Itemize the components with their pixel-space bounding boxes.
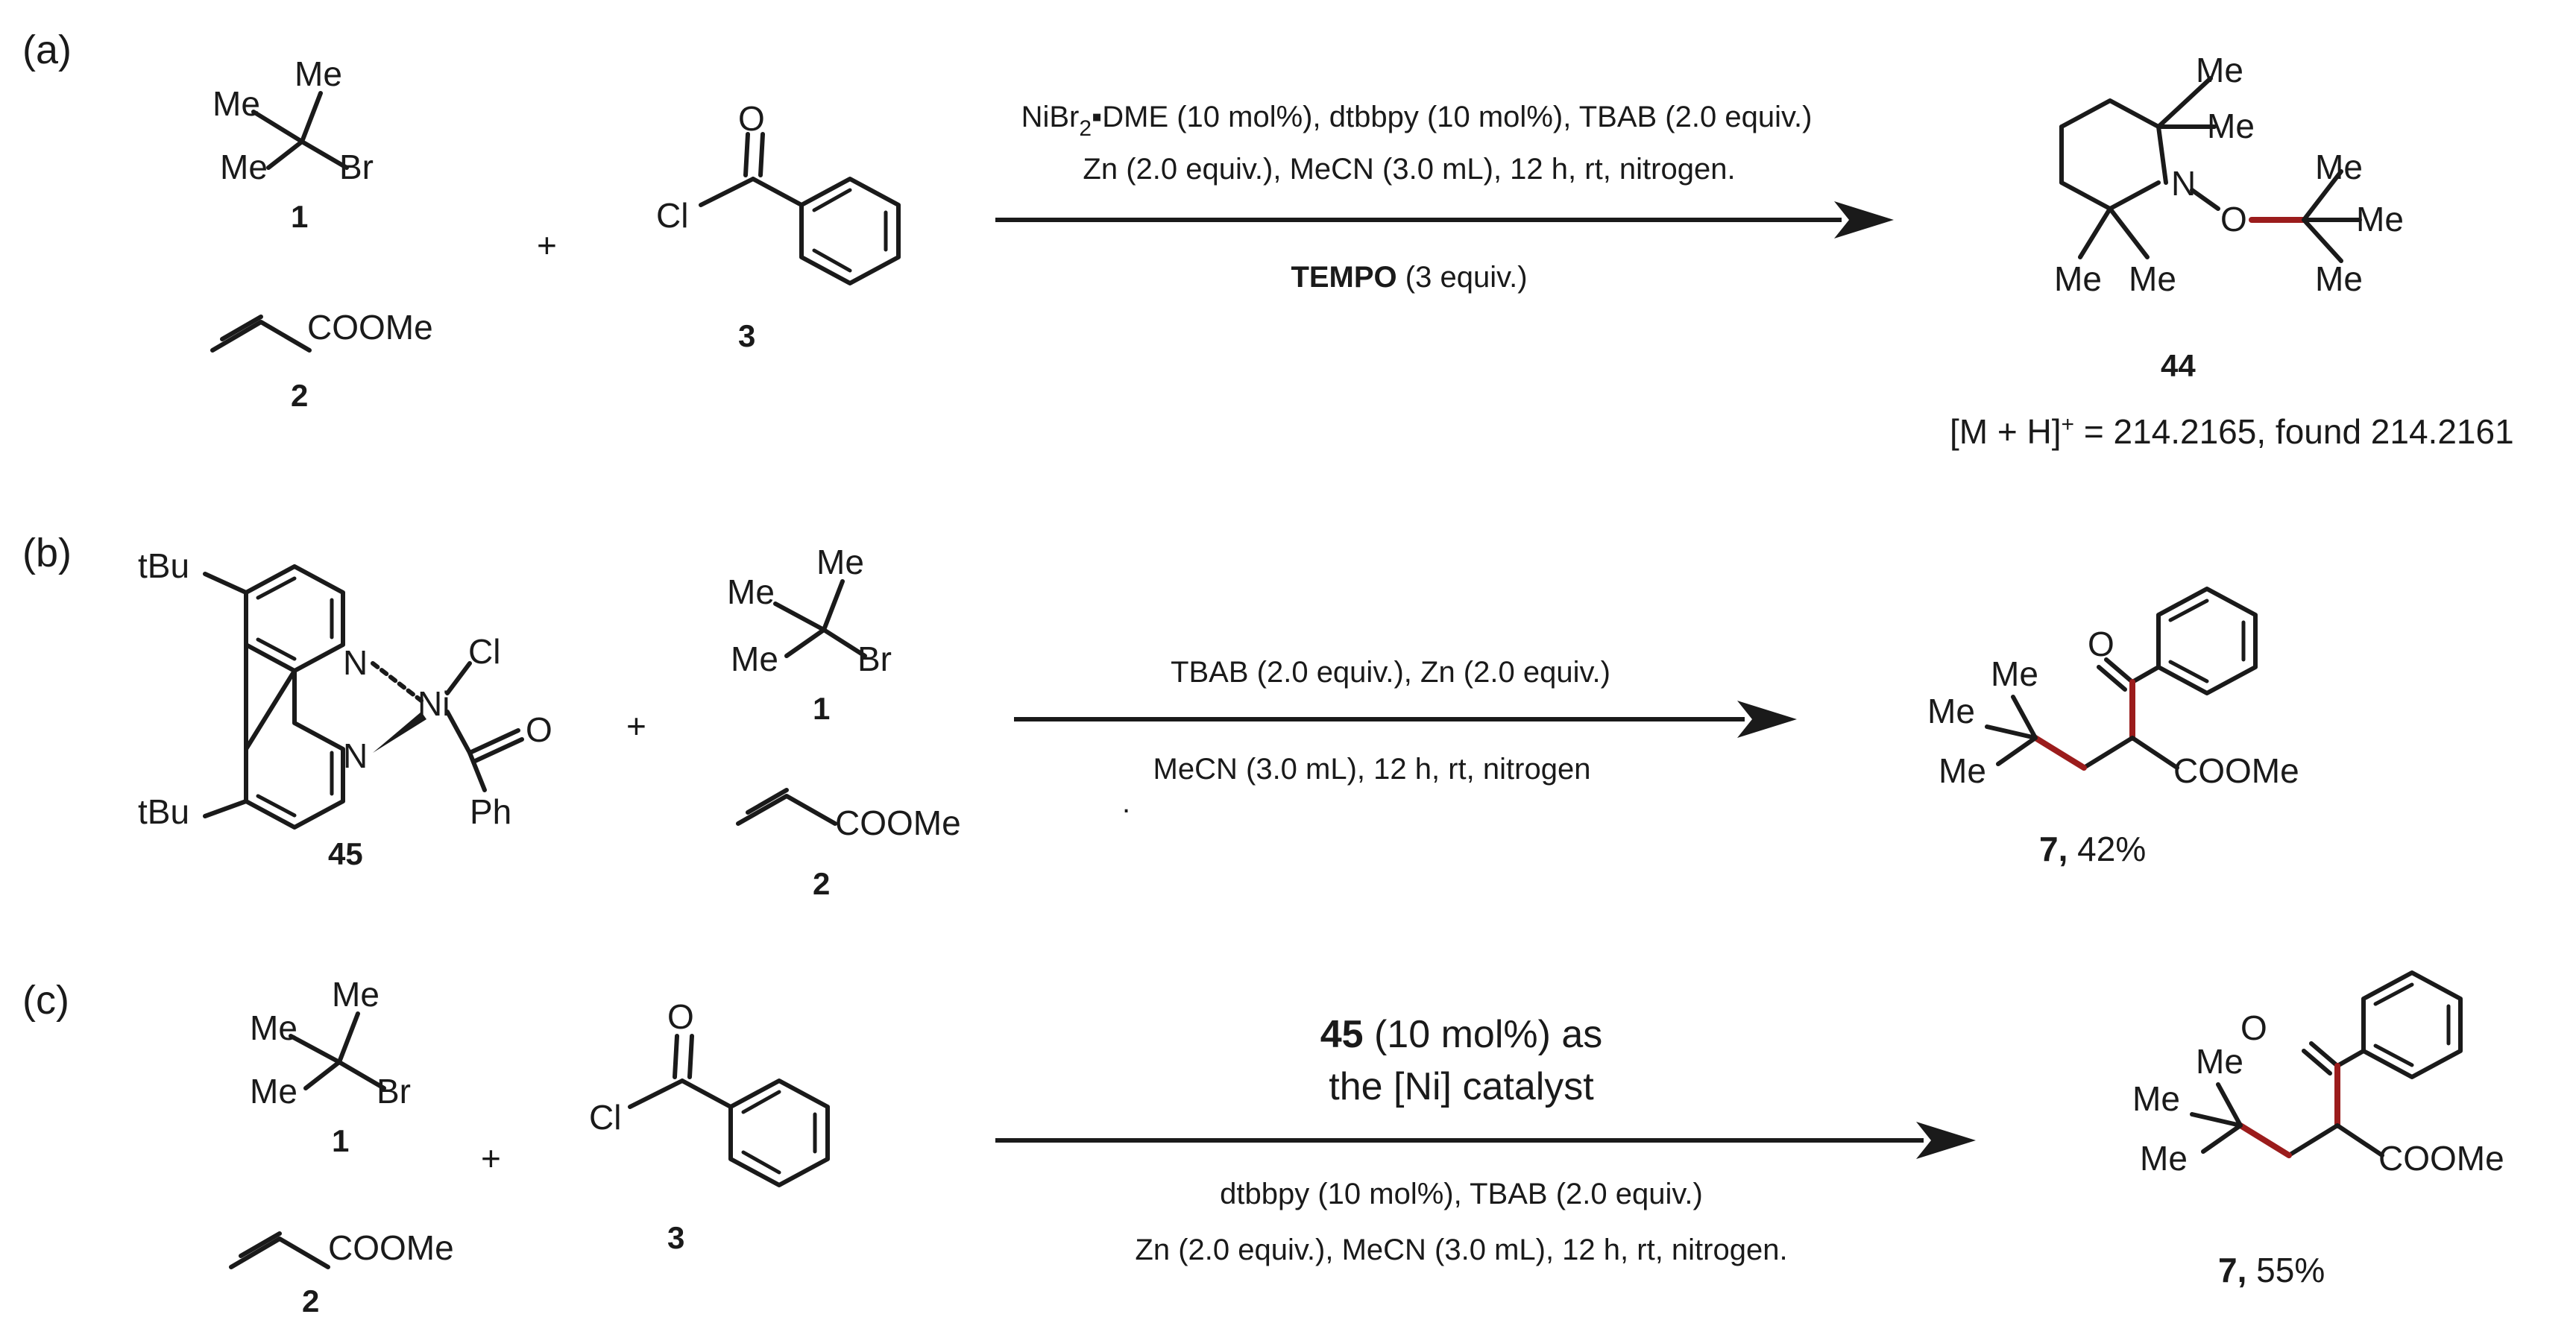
panel-b-r1-number: 1: [813, 691, 830, 726]
panel-b-reactant-2-structure: COOMe 2: [736, 788, 961, 901]
panel-a-r1-me-top: Me: [295, 54, 342, 93]
panel-c-reaction-arrow: [995, 1122, 1976, 1159]
panel-b-p7-oxygen: O: [2088, 625, 2114, 663]
panel-a-product-44-structure: N O Me Me Me Me Me Me Me 44: [2054, 51, 2404, 383]
panel-b-p7-me-mid: Me: [1939, 751, 1986, 790]
panel-b-c45-number: 45: [328, 836, 363, 871]
panel-c-r1-me-top: Me: [332, 975, 380, 1014]
panel-c-r1-me-left: Me: [250, 1008, 297, 1047]
panel-b-r1-me-left: Me: [727, 572, 775, 611]
panel-b-r1-me-top: Me: [816, 543, 864, 581]
panel-a-p44-me-4: Me: [2129, 259, 2176, 298]
panel-a-r1-me-left: Me: [212, 84, 260, 123]
panel-a-r1-me-mid: Me: [220, 148, 268, 186]
panel-c-r1-number: 1: [332, 1123, 349, 1158]
panel-a-p44-nitrogen: N: [2171, 164, 2196, 203]
panel-b-c45-nickel: Ni: [418, 684, 450, 723]
panel-a-reactant-3-structure: O Cl 3: [656, 99, 901, 353]
panel-b-c45-n-bottom: N: [343, 736, 368, 775]
panel-b-conditions-line-1: TBAB (2.0 equiv.), Zn (2.0 equiv.): [1171, 656, 1610, 689]
panel-b-r1-bromine: Br: [857, 640, 892, 678]
panel-a-r3-chlorine: Cl: [656, 196, 688, 235]
panel-a: (a) Me Me Me Br 1 COOMe 2 + O Cl 3: [22, 28, 2514, 451]
panel-c-p7-me-top: Me: [2196, 1042, 2243, 1081]
panel-a-r2-number: 2: [291, 378, 308, 413]
panel-a-p44-me-7: Me: [2315, 259, 2363, 298]
panel-a-hrms: [M + H]+ = 214.2165, found 214.2161: [1950, 412, 2514, 451]
panel-a-p44-me-3: Me: [2054, 259, 2102, 298]
panel-a-p44-me-5: Me: [2315, 148, 2363, 186]
panel-c-r2-number: 2: [302, 1283, 319, 1319]
panel-c-reactant-3-structure: O Cl 3: [589, 997, 830, 1255]
panel-c: (c) Me Me Me Br 1 COOMe 2 + O Cl 3: [22, 970, 2504, 1319]
panel-c-reactant-2-structure: COOMe 2: [229, 1228, 454, 1319]
panel-a-r3-number: 3: [738, 318, 755, 353]
panel-b-complex-45-structure: tBu tBu N N Ni Cl O Ph 45: [138, 546, 552, 871]
panel-c-r1-me-mid: Me: [250, 1072, 297, 1111]
panel-a-p44-number: 44: [2161, 348, 2196, 383]
panel-a-reactant-2-structure: COOMe 2: [210, 308, 433, 413]
panel-b-conditions-line-3: .: [1122, 786, 1130, 819]
panel-c-r1-bromine: Br: [377, 1072, 411, 1111]
panel-a-p44-me-1: Me: [2196, 51, 2243, 89]
panel-b-r1-me-mid: Me: [731, 640, 778, 678]
panel-c-p7-me-mid: Me: [2140, 1139, 2188, 1178]
panel-b-c45-oxygen: O: [526, 710, 552, 749]
panel-c-conditions-line-2: the [Ni] catalyst: [1329, 1065, 1594, 1108]
panel-b-reactant-1-structure: Me Me Me Br 1: [727, 543, 892, 726]
panel-b-p7-me-left: Me: [1927, 692, 1975, 730]
panel-c-p7-oxygen: O: [2240, 1008, 2267, 1047]
panel-b-p7-ester: COOMe: [2173, 751, 2299, 790]
panel-c-r3-number: 3: [667, 1220, 684, 1255]
panel-a-conditions-line-3: TEMPO (3 equiv.): [1291, 261, 1527, 294]
panel-b-c45-phenyl: Ph: [470, 792, 511, 831]
panel-b-reaction-arrow: [1014, 701, 1797, 738]
panel-b-label: (b): [22, 531, 72, 575]
panel-a-plus: +: [537, 226, 557, 265]
panel-a-p44-me-6: Me: [2356, 200, 2404, 239]
panel-c-r2-ester: COOMe: [328, 1228, 454, 1267]
panel-a-label: (a): [22, 28, 72, 72]
panel-b-c45-tbu-bottom: tBu: [138, 792, 189, 831]
panel-c-r3-chlorine: Cl: [589, 1098, 621, 1137]
panel-c-p7-me-left: Me: [2132, 1079, 2180, 1118]
panel-a-p44-oxygen: O: [2220, 200, 2247, 239]
panel-b-r2-ester: COOMe: [835, 803, 961, 842]
panel-a-conditions-line-1: NiBr2▪DME (10 mol%), dtbbpy (10 mol%), T…: [1021, 101, 1813, 141]
panel-c-conditions-line-1: 45 (10 mol%) as: [1320, 1013, 1603, 1056]
panel-b-conditions-line-2: MeCN (3.0 mL), 12 h, rt, nitrogen: [1153, 753, 1591, 786]
panel-a-r1-bromine: Br: [339, 148, 374, 186]
panel-a-p44-me-2: Me: [2207, 107, 2255, 145]
panel-c-reactant-1-structure: Me Me Me Br 1: [250, 975, 411, 1158]
panel-b-product-7-structure: O Me Me Me COOMe 7, 42%: [1927, 587, 2299, 868]
panel-a-r2-ester: COOMe: [307, 308, 433, 347]
panel-b: (b) tBu tBu N N Ni Cl O Ph 45: [22, 531, 2299, 901]
panel-b-c45-chlorine: Cl: [468, 632, 500, 671]
panel-b-c45-n-top: N: [343, 643, 368, 682]
panel-b-c45-tbu-top: tBu: [138, 546, 189, 585]
panel-b-p7-caption: 7, 42%: [2039, 830, 2146, 868]
panel-c-conditions-line-3: dtbbpy (10 mol%), TBAB (2.0 equiv.): [1220, 1178, 1703, 1210]
panel-a-r3-oxygen: O: [738, 99, 765, 138]
panel-a-reactant-1-structure: Me Me Me Br 1: [212, 54, 374, 234]
panel-c-conditions-line-4: Zn (2.0 equiv.), MeCN (3.0 mL), 12 h, rt…: [1135, 1234, 1787, 1266]
panel-a-conditions-line-2: Zn (2.0 equiv.), MeCN (3.0 mL), 12 h, rt…: [1083, 153, 1735, 186]
panel-c-p7-caption: 7, 55%: [2218, 1251, 2325, 1289]
panel-b-plus: +: [626, 707, 646, 745]
panel-a-reaction-arrow: [995, 201, 1894, 239]
panel-b-p7-me-top: Me: [1991, 654, 2038, 693]
panel-b-r2-number: 2: [813, 866, 830, 901]
panel-c-label: (c): [22, 978, 69, 1023]
panel-c-r3-oxygen: O: [667, 997, 694, 1036]
panel-c-product-7-structure: O Me Me Me COOMe 7, 55%: [2132, 970, 2504, 1289]
panel-c-plus: +: [481, 1139, 501, 1178]
panel-c-p7-ester: COOMe: [2378, 1139, 2504, 1178]
panel-a-r1-number: 1: [291, 199, 308, 234]
